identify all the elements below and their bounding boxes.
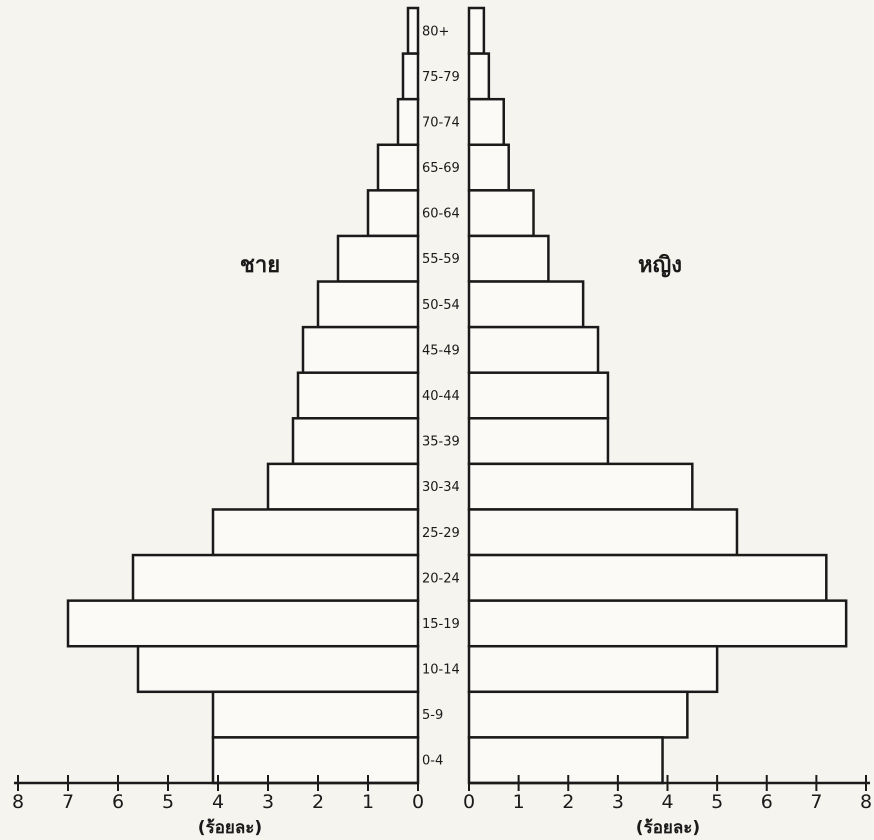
female-bar bbox=[467, 52, 491, 101]
female-bar bbox=[467, 143, 510, 192]
male-bar bbox=[336, 234, 420, 283]
age-group-label: 5-9 bbox=[422, 708, 443, 723]
male-bar bbox=[366, 189, 420, 238]
female-x-tick-label: 1 bbox=[513, 791, 525, 813]
female-x-tick-label: 7 bbox=[810, 791, 822, 813]
male-bar bbox=[301, 325, 420, 374]
male-x-tick-label: 4 bbox=[212, 791, 224, 813]
x-axis-ticks: 0 0 1 1 2 2 3 3 4 4 5 5 6 6 7 7 8 8 bbox=[12, 775, 872, 813]
male-bar bbox=[211, 690, 420, 739]
male-series-label: ชาย bbox=[240, 253, 280, 278]
female-bar bbox=[467, 462, 694, 511]
female-bar bbox=[467, 280, 585, 329]
age-group-label: 10-14 bbox=[422, 663, 460, 678]
male-x-tick-label: 6 bbox=[112, 791, 124, 813]
female-bar bbox=[467, 371, 610, 420]
male-bar bbox=[131, 553, 420, 602]
male-bar bbox=[66, 599, 420, 648]
age-group-label: 65-69 bbox=[422, 161, 460, 176]
female-x-axis-unit-label: (ร้อยละ) bbox=[636, 818, 700, 838]
female-bar bbox=[467, 189, 535, 238]
female-x-tick-label: 2 bbox=[562, 791, 574, 813]
female-bar bbox=[467, 325, 600, 374]
male-bar bbox=[136, 644, 420, 694]
male-x-tick-label: 5 bbox=[162, 791, 174, 813]
female-bar bbox=[467, 553, 828, 602]
female-x-tick-label: 4 bbox=[661, 791, 673, 813]
female-x-tick-label: 5 bbox=[711, 791, 723, 813]
female-bar bbox=[467, 508, 739, 557]
age-group-label: 40-44 bbox=[422, 389, 460, 404]
age-group-label: 15-19 bbox=[422, 617, 460, 632]
female-x-tick-label: 6 bbox=[761, 791, 773, 813]
female-bar bbox=[467, 417, 610, 466]
female-bar bbox=[467, 644, 719, 694]
female-series-label: หญิง bbox=[638, 253, 682, 278]
male-bar bbox=[376, 143, 420, 192]
female-bar bbox=[467, 736, 664, 785]
female-x-tick-label: 3 bbox=[612, 791, 624, 813]
female-bar bbox=[467, 690, 689, 739]
male-bar bbox=[266, 462, 420, 511]
male-bar bbox=[291, 417, 420, 466]
female-bar bbox=[467, 599, 848, 648]
age-group-labels: 80+ 75-79 70-74 65-69 60-64 55-59 50-54 45-49 40… bbox=[422, 24, 460, 768]
age-group-label: 55-59 bbox=[422, 252, 460, 267]
male-bar bbox=[211, 736, 420, 785]
age-group-label: 80+ bbox=[422, 24, 449, 39]
male-x-tick-label: 2 bbox=[312, 791, 324, 813]
age-group-label: 30-34 bbox=[422, 480, 460, 495]
male-bar bbox=[316, 280, 420, 329]
age-group-label: 70-74 bbox=[422, 115, 460, 130]
male-x-tick-label: 3 bbox=[262, 791, 274, 813]
female-x-tick-label: 8 bbox=[860, 791, 872, 813]
male-bar bbox=[406, 6, 420, 55]
male-x-tick-label: 7 bbox=[62, 791, 74, 813]
male-x-tick-label: 1 bbox=[362, 791, 374, 813]
female-bars bbox=[467, 6, 848, 785]
male-bars bbox=[66, 6, 420, 785]
male-x-axis-unit-label: (ร้อยละ) bbox=[198, 818, 262, 838]
age-group-label: 75-79 bbox=[422, 70, 460, 85]
age-group-label: 45-49 bbox=[422, 343, 460, 358]
male-bar bbox=[401, 52, 420, 101]
female-bar bbox=[467, 97, 505, 147]
female-bar bbox=[467, 234, 550, 283]
male-bar bbox=[396, 97, 420, 147]
male-bar bbox=[296, 371, 420, 420]
male-x-tick-label: 0 bbox=[412, 791, 424, 813]
age-group-label: 50-54 bbox=[422, 298, 460, 313]
age-group-label: 20-24 bbox=[422, 571, 460, 586]
male-bar bbox=[211, 508, 420, 557]
male-x-tick-label: 8 bbox=[12, 791, 24, 813]
female-x-tick-label: 0 bbox=[463, 791, 475, 813]
age-group-label: 60-64 bbox=[422, 207, 460, 222]
age-group-label: 35-39 bbox=[422, 435, 460, 450]
age-group-label: 0-4 bbox=[422, 754, 443, 769]
female-bar bbox=[467, 6, 486, 55]
age-group-label: 25-29 bbox=[422, 526, 460, 541]
